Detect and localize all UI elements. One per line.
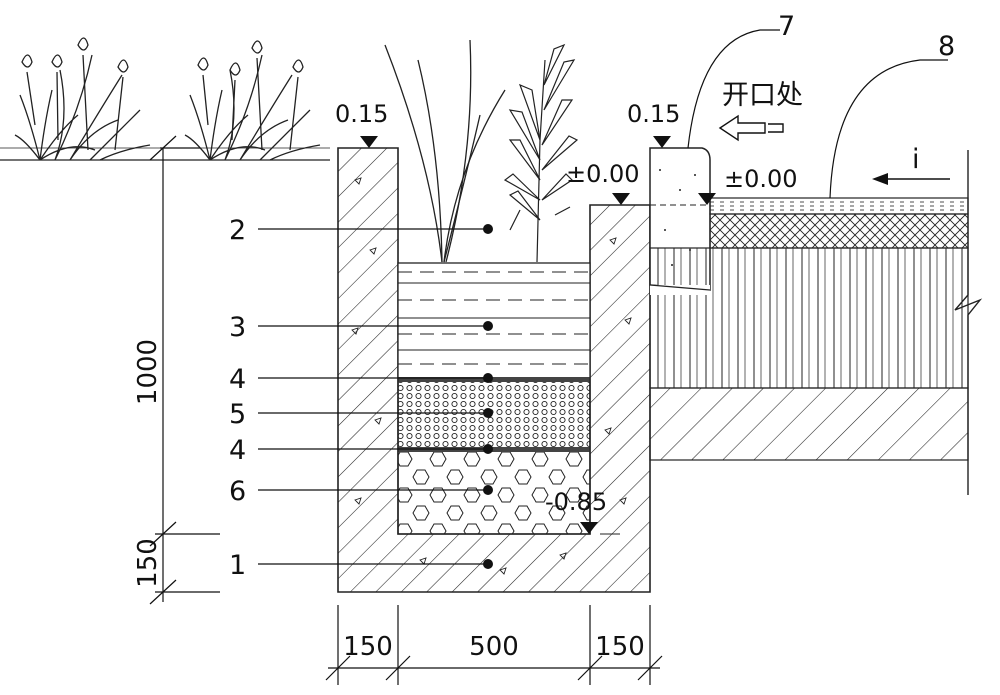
elevation-marker-icon	[360, 136, 716, 534]
dim-height-base: 150	[133, 538, 163, 588]
pavement-binder	[709, 213, 969, 249]
slope-arrow-icon	[872, 173, 950, 185]
label-layer-4b: 4	[229, 435, 246, 466]
opening-text: 开口处	[722, 80, 803, 111]
label-layer-1: 1	[229, 550, 246, 581]
label-layer-4a: 4	[229, 364, 246, 395]
plant-icon	[184, 40, 321, 161]
label-layer-2: 2	[229, 215, 246, 246]
layer-3-soil	[398, 263, 590, 379]
label-layer-3: 3	[229, 312, 246, 343]
dim-width-wall-right: 150	[595, 632, 645, 662]
layer-5-sand	[398, 382, 590, 447]
label-layer-6: 6	[229, 476, 246, 507]
flow-arrow-icon	[718, 114, 784, 142]
dim-width-trench: 500	[469, 632, 519, 662]
label-layer-5: 5	[229, 399, 246, 430]
dim-width-wall-left: 150	[343, 632, 393, 662]
pavement-surface	[709, 197, 969, 215]
slope-symbol: i	[912, 144, 920, 175]
dim-height-total: 1000	[133, 339, 163, 405]
label-pavement: 8	[938, 31, 955, 62]
level-curb-top: 0.15	[627, 100, 680, 128]
level-ground-left: ±0.00	[566, 160, 640, 188]
label-curb-opening: 7	[778, 11, 795, 42]
layer-6-gravel	[398, 452, 590, 534]
level-ground-right: ±0.00	[724, 165, 798, 193]
pavement-subbase	[649, 387, 969, 461]
level-wall-top-left: 0.15	[335, 100, 388, 128]
layer-4-bottom	[398, 447, 590, 452]
reed-icon	[384, 39, 506, 263]
flowering-plant-icon	[503, 43, 579, 263]
plant-icon	[14, 37, 151, 161]
layer-4-top	[398, 377, 590, 382]
pavement-base	[649, 247, 969, 389]
level-bottom: -0.85	[545, 488, 607, 516]
